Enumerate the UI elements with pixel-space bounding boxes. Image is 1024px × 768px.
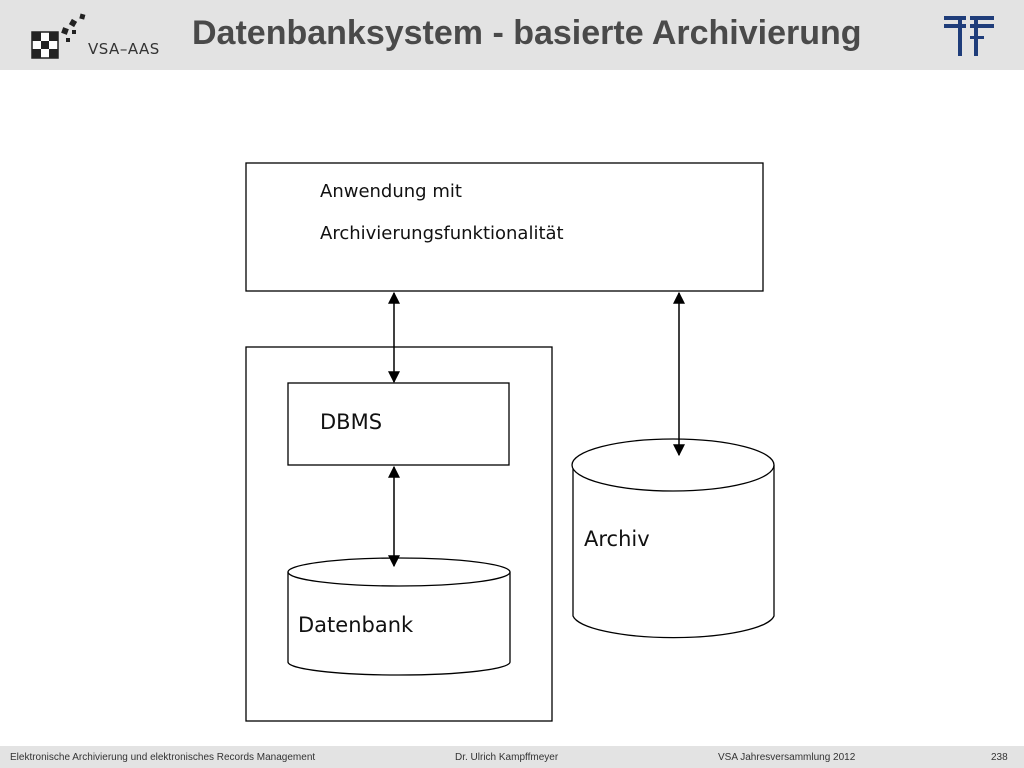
- footer-bar: Elektronische Archivierung und elektroni…: [0, 746, 1024, 768]
- application-box: [245, 162, 764, 292]
- database-label: Datenbank: [298, 613, 414, 637]
- footer-course: Elektronische Archivierung und elektroni…: [10, 752, 316, 763]
- page-title: Datenbanksystem - basierte Archivierung: [192, 14, 862, 52]
- archive-cylinder: [571, 438, 775, 639]
- footer-event: VSA Jahresversammlung 2012: [718, 752, 856, 763]
- logo-text: VSA–AAS: [88, 40, 160, 58]
- application-label-line2: Archivierungsfunktionalität: [320, 223, 564, 244]
- database-cylinder: [287, 557, 511, 676]
- dbms-label: DBMS: [320, 410, 383, 434]
- footer-page-number: 238: [991, 752, 1008, 763]
- header-bar: VSA–AAS Datenbanksystem - basierte Archi…: [0, 0, 1024, 70]
- vsa-aas-logo-icon: [31, 13, 86, 59]
- footer-author: Dr. Ulrich Kampffmeyer: [455, 752, 559, 763]
- application-label-line1: Anwendung mit: [320, 181, 462, 202]
- project-consult-logo-icon: [944, 16, 994, 56]
- dbms-box: [287, 382, 510, 466]
- archive-label: Archiv: [584, 527, 650, 551]
